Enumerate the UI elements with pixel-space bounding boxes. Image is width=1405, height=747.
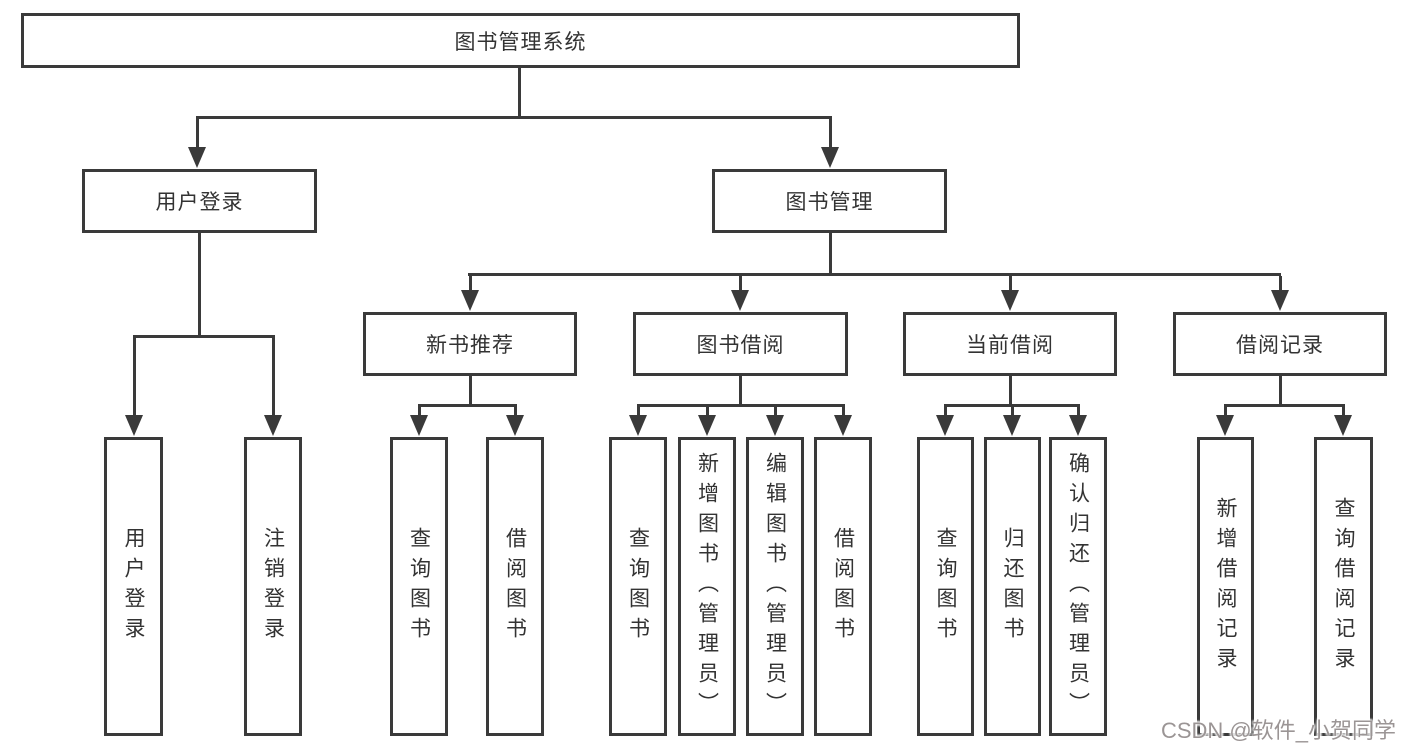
node-leaf-return-books: 归还图书 (984, 437, 1041, 736)
arrowhead-down (936, 415, 954, 436)
connector-line (418, 407, 421, 417)
node-borrowing-records: 借阅记录 (1173, 312, 1387, 376)
arrowhead-down (1271, 290, 1289, 311)
connector-line (739, 276, 742, 292)
connector-line (196, 116, 832, 119)
node-label: 确认归还（管理员） (1066, 451, 1090, 722)
connector-line (469, 376, 472, 406)
arrowhead-down (766, 415, 784, 436)
node-leaf-query-books-borrowing: 查询图书 (609, 437, 667, 736)
node-label: 新增图书（管理员） (695, 451, 719, 722)
connector-line (829, 118, 832, 149)
node-label: 查询图书 (407, 526, 431, 647)
arrowhead-down (410, 415, 428, 436)
connector-line (842, 407, 845, 417)
connector-line (198, 233, 201, 337)
node-leaf-borrow-books: 借阅图书 (814, 437, 872, 736)
node-book-borrowing: 图书借阅 (633, 312, 848, 376)
node-new-book-recommendation: 新书推荐 (363, 312, 577, 376)
node-user-login: 用户登录 (82, 169, 317, 233)
connector-line (706, 407, 709, 417)
arrowhead-down (125, 415, 143, 436)
connector-line (1009, 376, 1012, 406)
arrowhead-down (264, 415, 282, 436)
watermark-text: CSDN @软件_小贺同学 (1160, 718, 1396, 743)
arrowhead-down (1069, 415, 1087, 436)
node-label: 用户登录 (122, 526, 145, 647)
node-leaf-logout: 注销登录 (244, 437, 302, 736)
node-leaf-borrow-books-recommend: 借阅图书 (486, 437, 544, 736)
node-label: 借阅图书 (831, 526, 855, 647)
connector-line (1077, 407, 1080, 417)
arrowhead-down (461, 290, 479, 311)
connector-line (1011, 407, 1014, 417)
node-label: 借阅记录 (1236, 334, 1324, 357)
arrowhead-down (1003, 415, 1021, 436)
node-label: 图书借阅 (696, 334, 785, 357)
connector-line (1009, 276, 1012, 292)
connector-line (739, 376, 742, 406)
arrowhead-down (1216, 415, 1234, 436)
arrowhead-down (821, 147, 839, 168)
arrowhead-down (1001, 290, 1019, 311)
connector-line (518, 68, 521, 118)
connector-line (469, 276, 472, 292)
node-label: 用户登录 (155, 191, 244, 214)
arrowhead-down (731, 290, 749, 311)
connector-line (514, 407, 517, 417)
node-leaf-edit-books-admin: 编辑图书（管理员） (746, 437, 804, 736)
node-label: 图书管理系统 (454, 30, 587, 54)
node-leaf-query-books-current: 查询图书 (917, 437, 974, 736)
connector-line (133, 338, 136, 416)
arrowhead-down (698, 415, 716, 436)
connector-line (944, 404, 1080, 407)
connector-line (1224, 407, 1227, 417)
connector-line (272, 338, 275, 416)
node-book-management: 图书管理 (712, 169, 947, 233)
arrowhead-down (188, 147, 206, 168)
node-label: 查询借阅记录 (1332, 496, 1355, 677)
arrowhead-down (834, 415, 852, 436)
node-label: 新增借阅记录 (1214, 496, 1237, 677)
node-label: 注销登录 (261, 526, 285, 647)
connector-line (774, 407, 777, 417)
node-label: 查询图书 (626, 526, 650, 647)
node-leaf-query-borrow-record: 查询借阅记录 (1314, 437, 1373, 736)
node-current-borrowing: 当前借阅 (903, 312, 1117, 376)
node-label: 当前借阅 (966, 334, 1054, 357)
connector-line (1342, 407, 1345, 417)
node-library-management-system: 图书管理系统 (21, 13, 1020, 68)
connector-line (1279, 276, 1282, 292)
connector-line (1279, 376, 1282, 406)
connector-line (468, 273, 1281, 276)
node-label: 图书管理 (785, 191, 874, 214)
node-label: 借阅图书 (503, 526, 527, 647)
arrowhead-down (506, 415, 524, 436)
node-label: 查询图书 (934, 526, 957, 647)
node-leaf-confirm-return-admin: 确认归还（管理员） (1049, 437, 1107, 736)
connector-line (196, 118, 199, 149)
node-label: 新书推荐 (426, 334, 514, 357)
arrowhead-down (629, 415, 647, 436)
node-leaf-user-login: 用户登录 (104, 437, 163, 736)
connector-line (637, 404, 845, 407)
node-leaf-add-books-admin: 新增图书（管理员） (678, 437, 736, 736)
connector-line (829, 233, 832, 275)
connector-line (133, 335, 275, 338)
node-label: 归还图书 (1001, 526, 1024, 647)
connector-line (637, 407, 640, 417)
node-label: 编辑图书（管理员） (763, 451, 787, 722)
connector-line (1224, 404, 1345, 407)
connector-line (418, 404, 517, 407)
connector-line (944, 407, 947, 417)
arrowhead-down (1334, 415, 1352, 436)
node-leaf-query-books-recommend: 查询图书 (390, 437, 448, 736)
node-leaf-add-borrow-record: 新增借阅记录 (1197, 437, 1254, 736)
